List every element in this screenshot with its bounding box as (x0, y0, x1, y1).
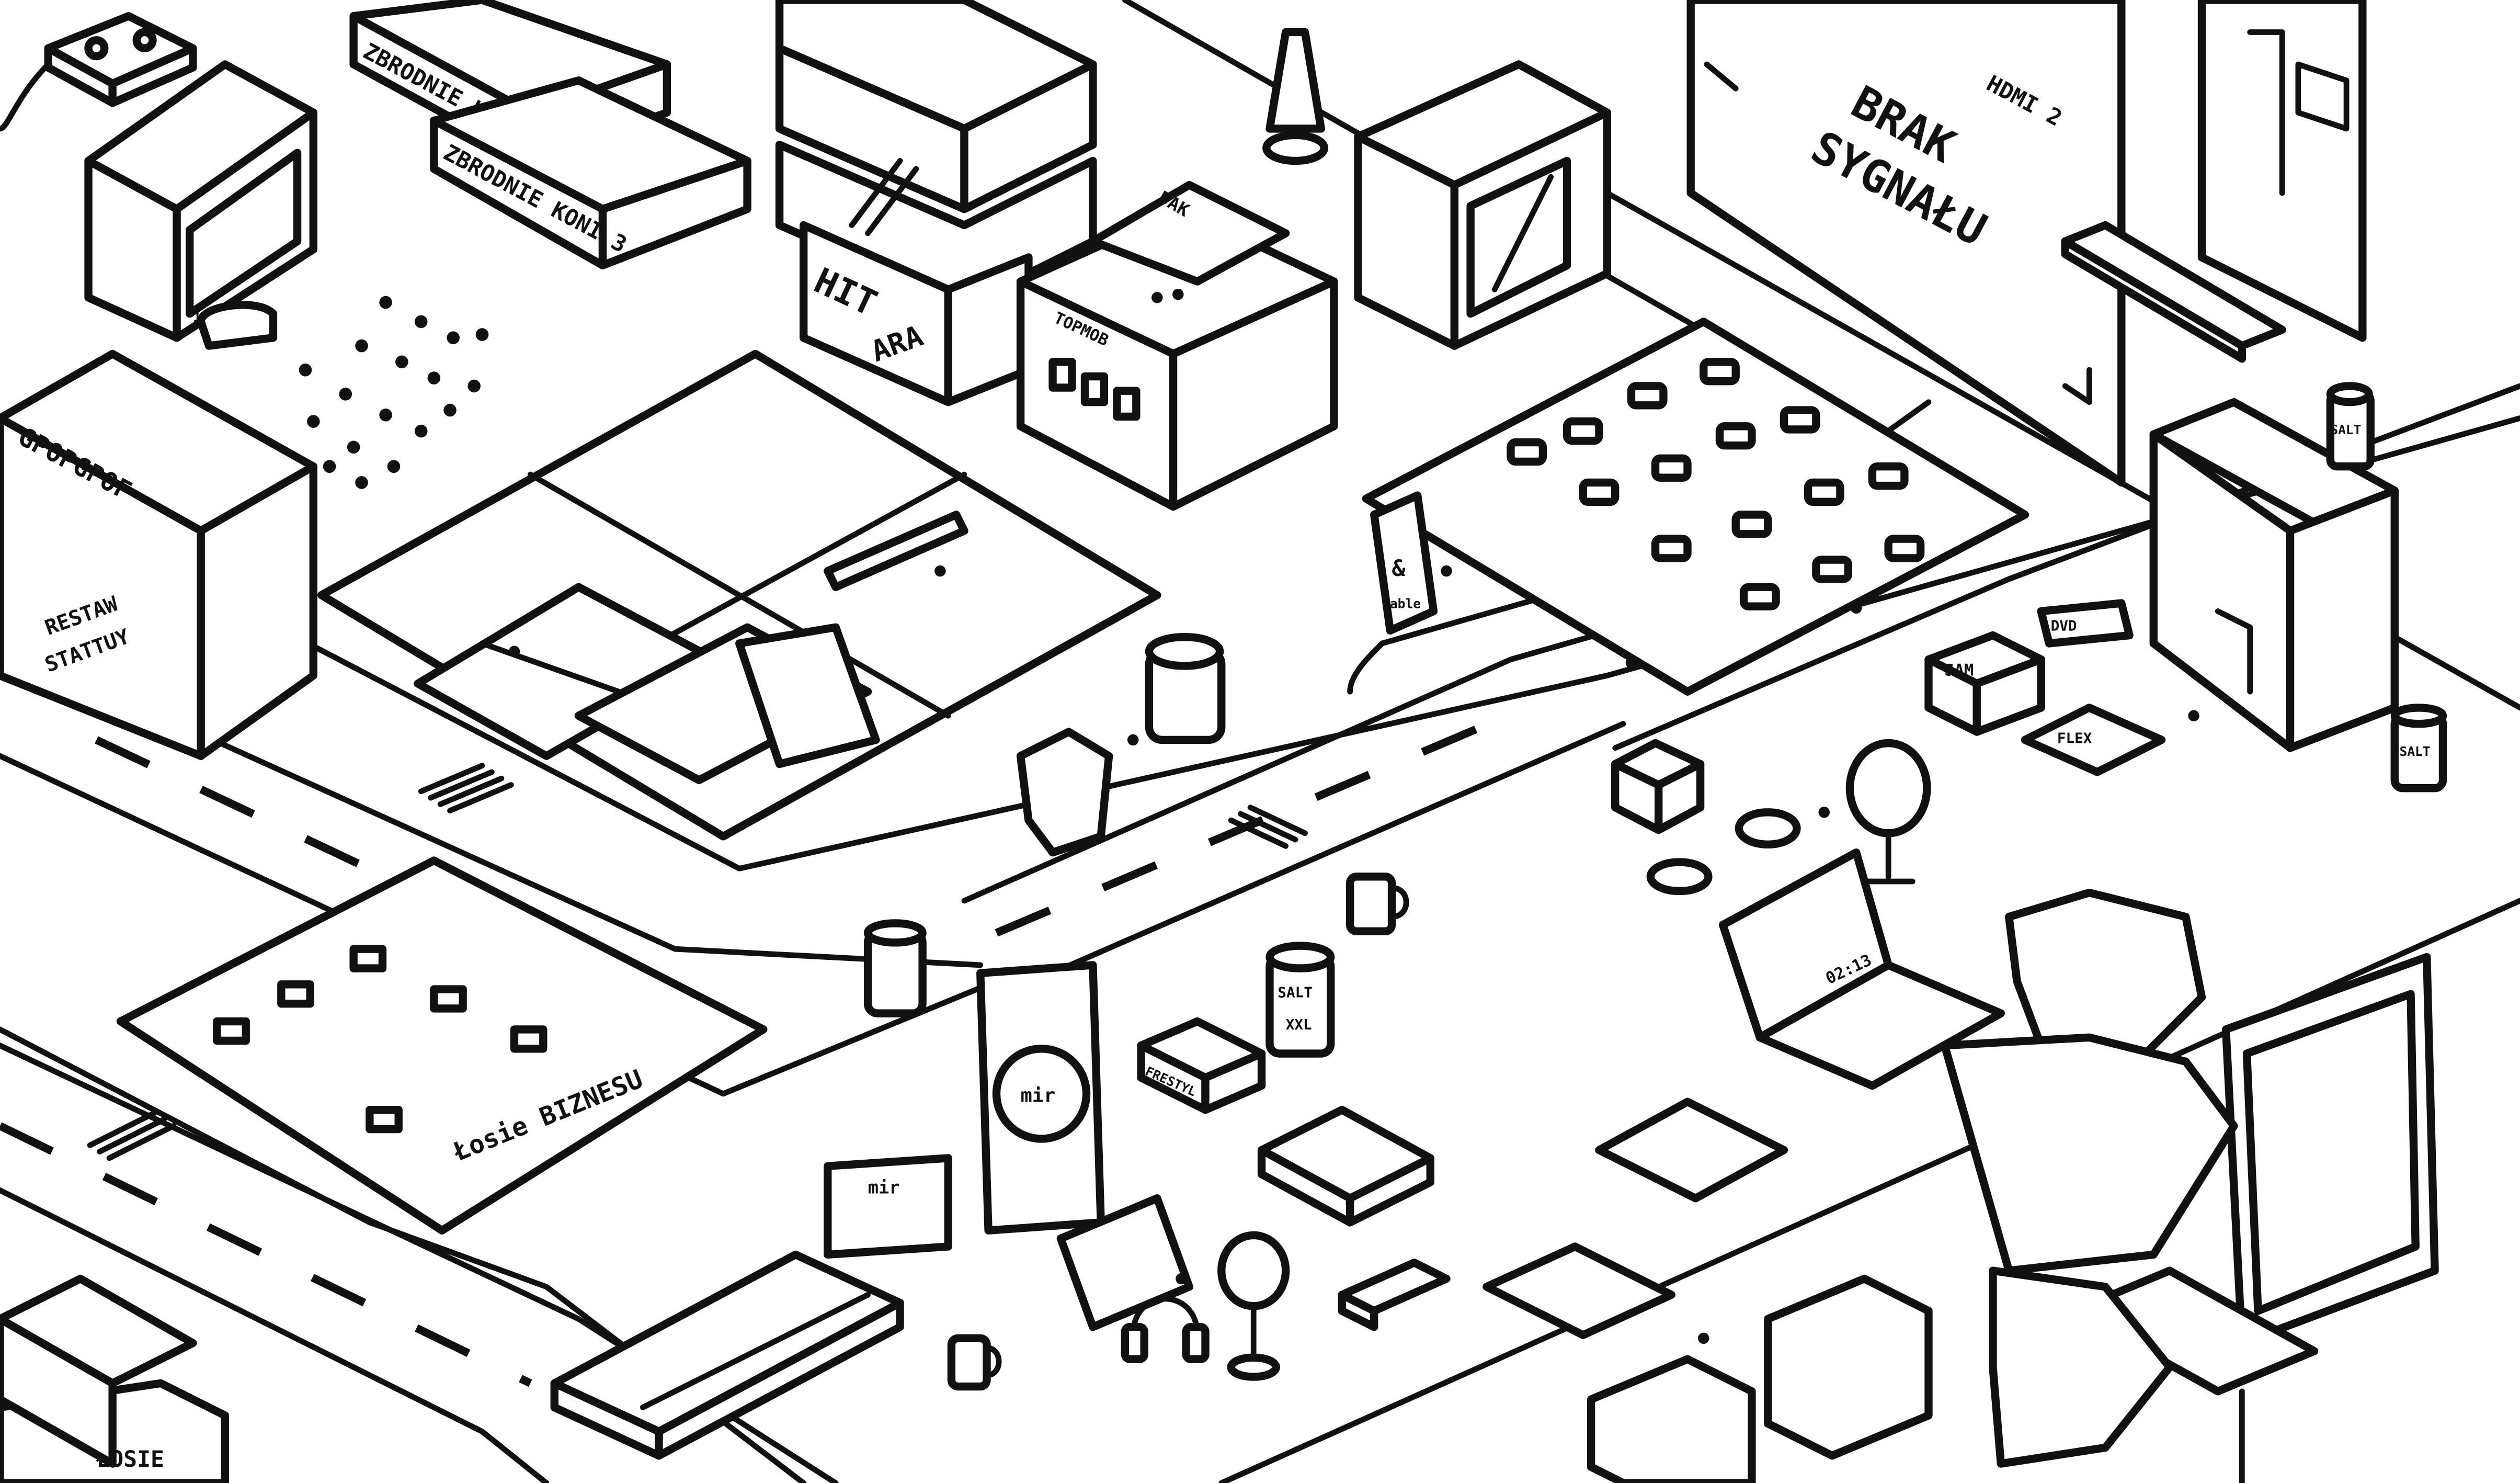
mir-speaker-label: mir (1021, 1084, 1056, 1106)
tower-building: HIT ARA (775, 0, 1097, 406)
lava-lamp (1262, 28, 1329, 165)
salt-can-right: SALT (2390, 704, 2447, 793)
synth-keyboard[interactable] (550, 1250, 904, 1460)
bowl (1646, 858, 1713, 896)
hotel-building: TOPMOB DAK (1016, 180, 1338, 511)
papers (574, 623, 880, 784)
drum-pad (1257, 1105, 1434, 1227)
salt-can-label: SALT (1278, 983, 1313, 1001)
crowd-figures (299, 296, 489, 489)
amp-mir: mir (824, 1154, 952, 1259)
mug-bottom (947, 1334, 1002, 1391)
plate (1735, 808, 1801, 848)
book-stack-left: ZBRODNIE KONI ZBRODNIE KONI 3 (349, 0, 751, 270)
speaker-cabinet (2149, 398, 2399, 752)
dvd-player: DVD (2037, 599, 2134, 648)
wall-shelf (2061, 221, 2286, 363)
salt-can-right-label: SALT (2399, 744, 2430, 759)
desk-drawers (1587, 1274, 1933, 1483)
tablet-stand (1056, 1194, 1193, 1331)
character-icon (2004, 888, 2206, 1066)
router-bottom (1338, 1259, 1451, 1331)
parking-lot (1362, 318, 2029, 696)
crosswalk-bottom (87, 1110, 177, 1161)
crosswalk-right (1228, 805, 1308, 849)
retro-computer: 1000 (84, 60, 317, 350)
flex-box: FLEX (2021, 704, 2166, 776)
tissue-box: FRESTYL (1137, 1017, 1266, 1114)
bottom-left-console (0, 1274, 197, 1468)
tv-set[interactable] (1354, 60, 1612, 350)
can-front (863, 919, 927, 1017)
paint-can (1145, 632, 1226, 744)
jam-label: JAM (1945, 661, 1974, 680)
pedestrians (508, 288, 2199, 1344)
mir-amp-label: mir (868, 1178, 900, 1198)
billboard-amp: & (1392, 556, 1406, 582)
newspaper (1483, 1242, 1675, 1339)
dvd-label: DVD (2051, 617, 2077, 634)
poster-frame (2197, 0, 2367, 342)
monitor-right[interactable] (2221, 953, 2439, 1348)
board-game-large: Łosie BIZNESU (116, 856, 768, 1235)
notebook (1595, 1097, 1788, 1203)
microphone-icon (1217, 1231, 1290, 1310)
flex-label: FLEX (2057, 730, 2092, 747)
toaster: JAM (1924, 631, 2045, 736)
road (0, 624, 1626, 1483)
can-top-right: SALT (2326, 382, 2375, 471)
speaker-mir: mir (976, 961, 1105, 1235)
salt-can: SALT XXL (1265, 942, 1335, 1058)
mirror (1845, 739, 1931, 885)
headphones[interactable] (1121, 1296, 1210, 1363)
salt-can-sub: XXL (1286, 1016, 1312, 1033)
rubiks-cube[interactable] (1611, 739, 1705, 834)
projection-screen: BRAK SYGNAŁU HDMI 2 (1686, 0, 2126, 487)
takeout-box (1016, 728, 1113, 857)
billboard: & Kable (1370, 491, 1438, 635)
console-left: GPOPGPOF RESTAW STATTUY (0, 349, 317, 760)
crosswalk-left (418, 763, 514, 814)
character-figure (1941, 888, 2238, 1468)
laptop[interactable]: 02:13 (1718, 848, 2005, 1090)
mug (1345, 873, 1409, 936)
ruler (824, 511, 968, 592)
microphone[interactable] (1217, 1231, 1290, 1381)
router-device (0, 12, 197, 132)
can-top-label: SALT (2330, 422, 2361, 437)
billboard-text: Kable (1382, 596, 1421, 611)
